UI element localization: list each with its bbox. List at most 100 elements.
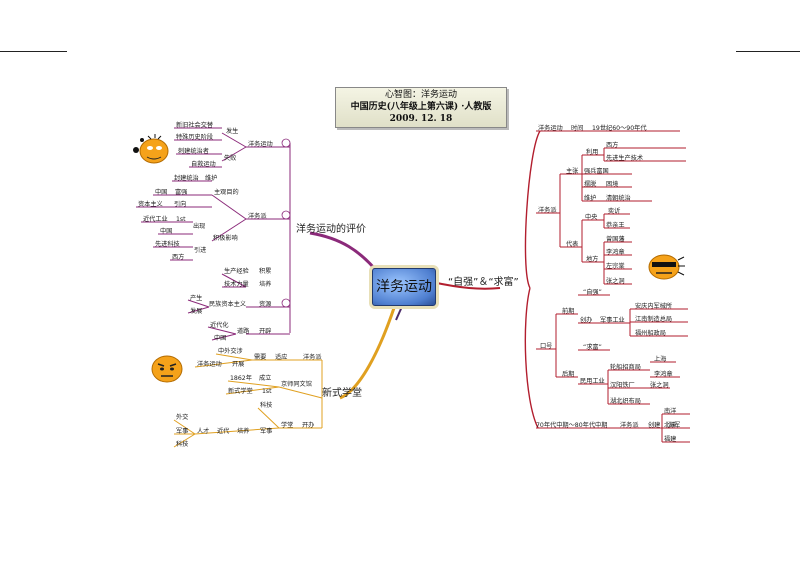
node-label: 19世纪60～90年代: [592, 124, 647, 132]
connector-school: [339, 304, 397, 400]
node-label: 前期: [562, 307, 574, 315]
node-label: 1st: [176, 216, 186, 223]
node-label: 北洋: [664, 421, 676, 429]
diagram-title: 心智图：洋务运动 中国历史(八年级上第六课) ·人教版 2009. 12. 18: [335, 87, 507, 128]
page-rule-right: [736, 51, 800, 52]
title-line-2: 中国历史(八年级上第六课) ·人教版: [350, 102, 492, 112]
node-label: 上海: [654, 355, 666, 363]
node-label: 资源: [259, 300, 271, 308]
node-label: 先进科技: [155, 240, 180, 248]
node-label: 近代: [217, 427, 230, 435]
node-label: 失败: [224, 154, 236, 162]
node-label: 近代化: [210, 321, 229, 329]
node-label: 李鸿章: [654, 370, 673, 378]
node-label: 西方: [172, 253, 184, 261]
connector-evaluation: [309, 231, 382, 276]
node-label: 张之洞: [650, 381, 669, 389]
node-label: 1862年: [230, 374, 252, 382]
node-label: 中外交涉: [218, 347, 243, 355]
connector-slogan: [431, 281, 501, 290]
title-line-3: 2009. 12. 18: [389, 114, 453, 124]
node-label: 军事工业: [600, 316, 625, 324]
node-label: 江南制造总局: [635, 315, 672, 323]
node-label: 洋务运动: [248, 140, 273, 148]
node-label: 主观目的: [214, 188, 239, 196]
node-label: 创办: [580, 316, 592, 324]
node-label: 曾国藩: [606, 235, 625, 243]
node-label: 代表: [566, 240, 578, 248]
emoji-face-cool-icon: [646, 252, 686, 286]
emoji-face-sweat-icon: [130, 132, 172, 170]
node-label: 后期: [562, 370, 574, 378]
node-label: 开辟: [259, 327, 271, 335]
node-label: 引进: [194, 246, 206, 254]
node-labels: 新旧社会交替特殊历史阶段发生洋务运动失败刺建统治者自救运动封建统治维护主观目的中…: [138, 121, 680, 448]
node-label: 困境: [606, 180, 618, 188]
node-label: 维护: [205, 174, 217, 182]
node-label: 福州船政局: [635, 329, 666, 337]
node-label: 培养: [259, 280, 271, 288]
node-label: 洋务运动: [538, 124, 563, 132]
node-label: 洋务派: [538, 206, 557, 214]
node-label: 轮船招商局: [610, 363, 641, 371]
node-label: 京师同文馆: [281, 380, 312, 388]
node-label: 地方: [586, 255, 598, 263]
node-label: 外交: [176, 413, 188, 421]
node-label: 发展: [190, 307, 202, 315]
node-label: 左宗棠: [606, 262, 625, 270]
school-lines: [173, 353, 323, 448]
node-label: 南洋: [664, 407, 676, 415]
node-label: 特殊历史阶段: [176, 133, 213, 141]
node-label: 成立: [259, 374, 271, 382]
node-label: 洋务派: [620, 421, 639, 429]
node-label: 先进生产技术: [606, 154, 643, 162]
node-label: 道路: [237, 327, 250, 335]
node-label: 民族资本主义: [209, 300, 246, 308]
node-label: 洋务运动: [197, 360, 222, 368]
node-label: 自救运动: [191, 160, 216, 168]
node-label: 张之洞: [606, 277, 625, 285]
node-label: 新式学堂: [228, 387, 253, 395]
page-rule-left: [0, 51, 67, 52]
node-label: 福建: [664, 435, 676, 443]
node-label: 培养: [237, 427, 249, 435]
connector-slogan-trunk: [524, 130, 541, 429]
node-label: 摆脱: [584, 180, 596, 188]
node-label: 海军: [668, 421, 680, 429]
node-label: 需要: [254, 354, 266, 361]
node-label: 人才: [197, 427, 209, 435]
slogan-lines: [536, 130, 690, 443]
node-label: 生产经验: [224, 267, 250, 275]
node-label: 恭亲王: [606, 221, 625, 229]
node-label: 时间: [571, 124, 583, 132]
node-label: 洋务派: [303, 353, 322, 361]
node-label: 军事: [260, 427, 272, 435]
node-label: 封建统治: [174, 174, 199, 182]
node-label: 口号: [540, 343, 552, 350]
node-label: 维护: [584, 194, 596, 202]
branch-label-school: 新式学堂: [322, 386, 362, 399]
branch-label-slogan: “自强”＆“求富”: [448, 275, 519, 288]
node-label: 中国: [155, 188, 167, 196]
node-label: 引向: [174, 200, 186, 208]
node-label: 产生: [190, 294, 202, 302]
node-label: 70年代中期～80年代中期: [536, 421, 607, 429]
node-label: 创建: [648, 421, 660, 429]
node-label: 主张: [566, 167, 579, 175]
node-label: 科技: [176, 440, 188, 448]
node-label: 西方: [606, 141, 618, 149]
node-label: 开展: [232, 361, 244, 368]
node-label: 军事: [176, 427, 188, 435]
node-label: “自强”: [583, 288, 602, 296]
node-label: 科技: [260, 401, 272, 409]
node-label: 发生: [226, 127, 238, 135]
node-label: 近代工业: [143, 215, 168, 223]
node-label: 新旧社会交替: [176, 121, 213, 129]
node-label: 清朝统治: [606, 194, 631, 202]
node-label: “求富”: [583, 343, 602, 351]
node-label: 富强: [175, 188, 187, 196]
node-label: 中国: [214, 334, 226, 342]
emoji-face-grumpy-icon: [150, 352, 184, 388]
node-label: 学堂: [281, 421, 293, 429]
